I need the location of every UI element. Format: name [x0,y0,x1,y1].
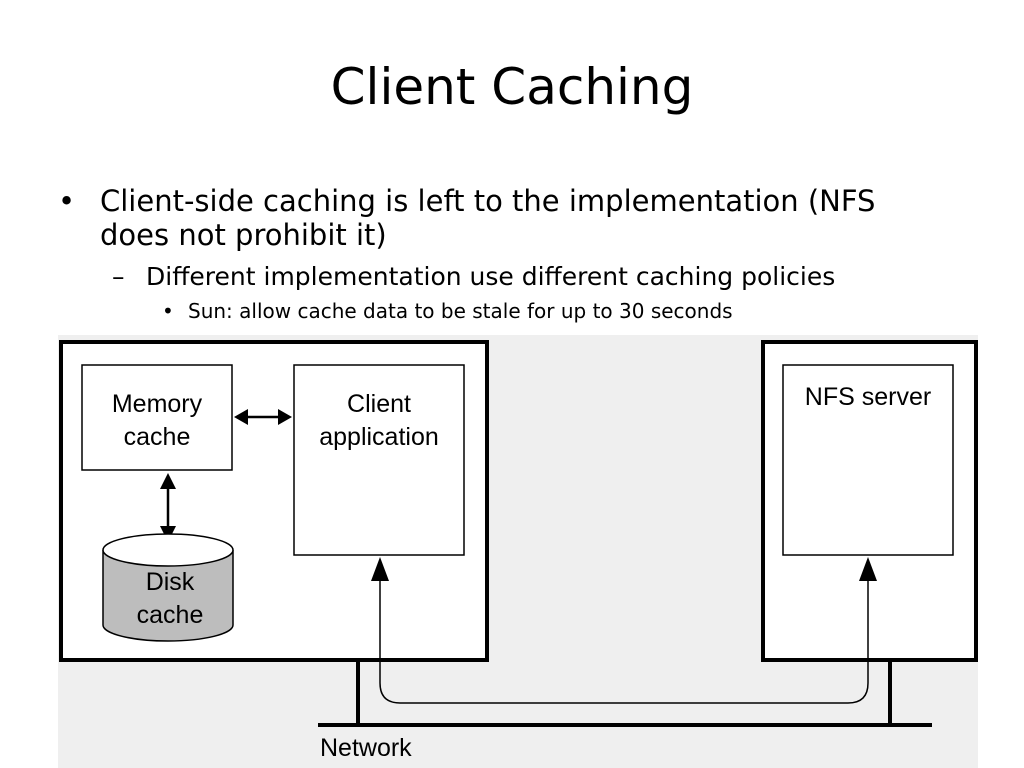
nfs-server-label: NFS server [805,383,931,411]
disk-cache-label-line-2: cache [137,601,204,629]
memory-app-arrowhead-right [278,409,292,425]
network-label: Network [320,734,412,762]
dash-marker: – [112,262,125,291]
bullet-marker: • [58,184,76,218]
bullet-text-line-2: does not prohibit it) [100,218,387,252]
memory-cache-box [81,364,233,471]
client-application-box [293,364,465,556]
client-app-arrowhead-up [371,557,389,581]
bullet-level-2: – Different implementation use different… [112,262,978,292]
memory-cache-label-line-2: cache [124,423,191,451]
memory-cache-label-line-1: Memory [112,390,203,418]
nfs-server-box [782,364,954,556]
bullet-list: • Client-side caching is left to the imp… [58,184,978,323]
bullet-text: Sun: allow cache data to be stale for up… [188,299,733,323]
disk-cache-cylinder-top [102,533,234,567]
client-application-label-line-1: Client [347,390,411,418]
diagram-svg: Memory cache Client application Disk cac… [58,335,978,768]
disk-cache-label-line-1: Disk [146,568,195,596]
memory-app-arrowhead-left [234,409,248,425]
nfs-server-arrowhead-up [859,557,877,581]
client-server-communication-path [379,575,869,704]
bullet-marker: • [162,299,174,323]
disk-cache-cylinder-body [102,550,234,642]
nfs-client-caching-diagram: Memory cache Client application Disk cac… [0,335,1024,768]
bullet-level-3: • Sun: allow cache data to be stale for … [162,299,978,323]
slide-title: Client Caching [330,58,694,116]
bullet-text-line-1: Client-side caching is left to the imple… [100,184,876,218]
client-application-label-line-2: application [319,423,439,451]
bullet-text: Different implementation use different c… [146,262,836,291]
bullet-level-1: • Client-side caching is left to the imp… [58,184,978,252]
memory-disk-arrowhead-up [160,473,176,489]
